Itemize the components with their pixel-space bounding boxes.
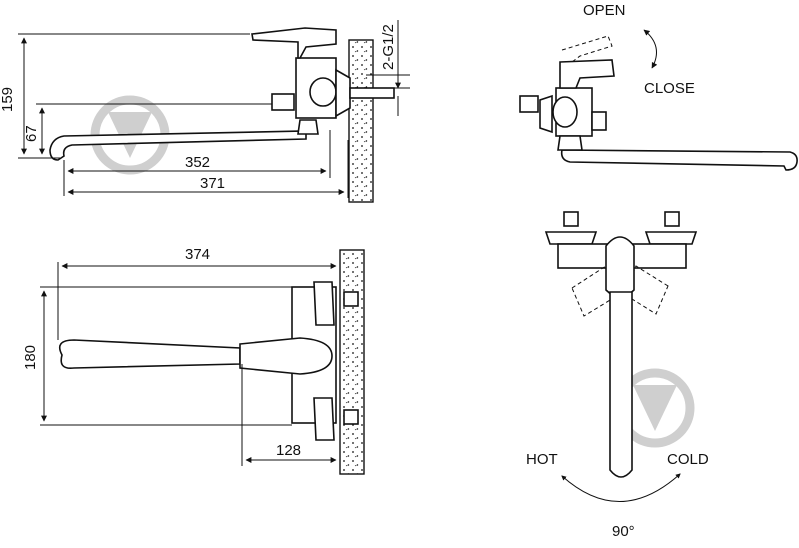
spout-top — [58, 339, 241, 370]
lever-handle-open-ghost — [561, 35, 613, 63]
dim-thread: 2-G1/2 — [380, 24, 397, 70]
label-hot: HOT — [526, 451, 558, 468]
valve-cap-side — [335, 68, 351, 118]
lever-handle-front — [605, 236, 635, 298]
dim-top-width: 374 — [185, 246, 210, 263]
dim-spout-reach-inner: 352 — [185, 154, 210, 171]
label-open: OPEN — [583, 2, 626, 19]
wall-section-side — [348, 39, 374, 203]
dim-top-depth: 180 — [22, 345, 39, 370]
dim-overall-height: 159 — [0, 87, 16, 112]
lever-handle-closed — [559, 59, 615, 89]
label-cold: COLD — [667, 451, 709, 468]
lever-handle-top — [239, 337, 333, 375]
label-close: CLOSE — [644, 80, 695, 97]
dim-spout-height: 67 — [23, 125, 40, 142]
wall-section-top — [339, 249, 365, 475]
front-view: HOT COLD 90° — [526, 211, 709, 540]
dim-spout-reach-outer: 371 — [200, 175, 225, 192]
open-close-view: OPEN CLOSE — [519, 2, 798, 171]
spout-front — [609, 291, 633, 478]
valve-dome-side — [309, 77, 337, 107]
top-view: 374 180 128 — [22, 246, 365, 475]
label-rotation-angle: 90° — [612, 523, 635, 540]
side-view: 159 67 352 371 2-G1/2 — [0, 20, 410, 203]
spout-open-close — [560, 149, 798, 171]
lever-handle-side — [251, 27, 337, 59]
dim-centre-depth: 128 — [276, 442, 301, 459]
spout-side — [49, 130, 307, 161]
